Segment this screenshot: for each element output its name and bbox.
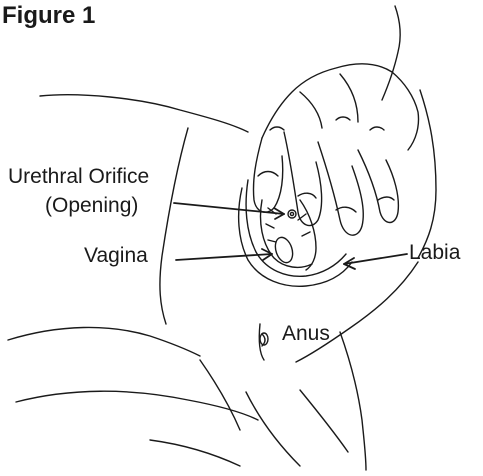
- urethral-orifice-pointer: [174, 203, 284, 214]
- anus-label: Anus: [282, 323, 330, 344]
- body-outline: [8, 6, 436, 470]
- urethral-orifice-sublabel: (Opening): [45, 195, 138, 216]
- labia-label: Labia: [409, 242, 460, 263]
- urethral-orifice-label: Urethral Orifice: [8, 166, 149, 187]
- figure-title: Figure 1: [2, 4, 95, 28]
- vagina-pointer: [176, 254, 272, 260]
- vagina-label: Vagina: [84, 245, 148, 266]
